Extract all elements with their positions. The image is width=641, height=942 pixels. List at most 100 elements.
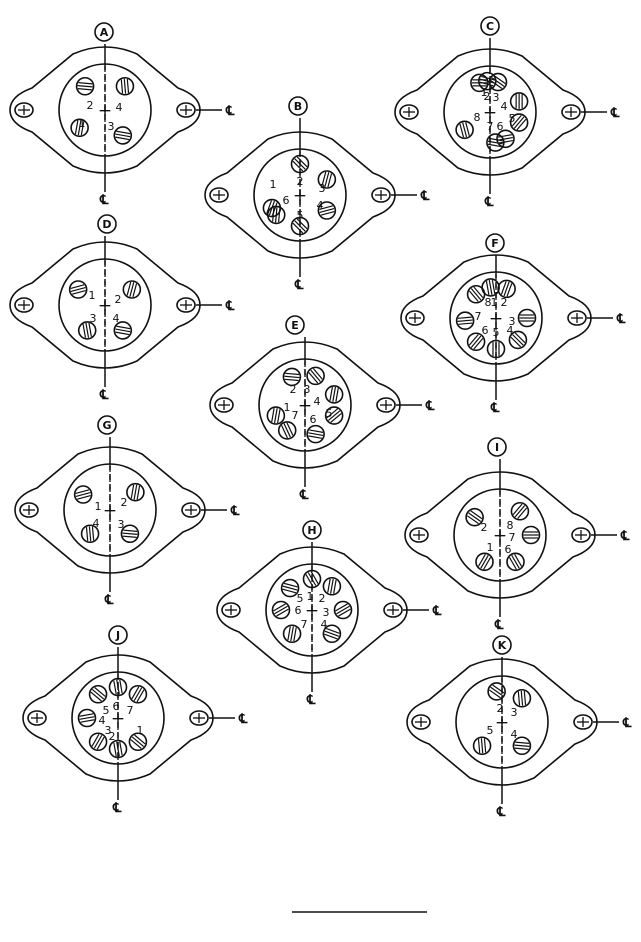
centerline-mark-icon: ℄ [490, 401, 500, 416]
pin-number: 6 [497, 120, 504, 133]
pin-icon [77, 321, 97, 340]
pin-number: 8 [474, 111, 481, 124]
pin-icon [75, 76, 95, 96]
pin-icon [115, 76, 135, 96]
pin-icon [126, 482, 145, 502]
pin-icon [128, 732, 148, 752]
pin-icon [282, 624, 302, 644]
pin-number: 2 [121, 496, 128, 509]
pin-icon [486, 339, 506, 359]
centerline-mark-icon: ℄ [294, 278, 304, 293]
pin-number: 8 [507, 519, 514, 532]
mount-hole-icon [371, 187, 391, 203]
mount-hole-icon [383, 602, 403, 618]
pin-icon [517, 308, 537, 328]
pin-number: 6 [113, 700, 120, 713]
pin-number: 2 [87, 99, 94, 112]
pin-icon [509, 92, 529, 111]
pin-number: 1 [307, 590, 314, 603]
pin-number: 1 [79, 117, 86, 130]
pin-icon [455, 120, 474, 140]
pin-number: 3 [118, 518, 125, 531]
pin-icon [120, 524, 140, 544]
pin-icon [475, 552, 494, 572]
pin-number: 4 [116, 101, 123, 114]
pin-icon [487, 682, 506, 701]
pin-number: 1 [481, 86, 488, 99]
socket-letter-circle [288, 96, 308, 116]
pin-number: 5 [326, 407, 333, 420]
socket-body [453, 488, 547, 582]
pin-icon [465, 507, 484, 527]
pin-number: 3 [304, 383, 311, 396]
mount-hole-icon [567, 310, 587, 326]
pin-icon [113, 126, 133, 145]
socket-letter: I [495, 441, 499, 454]
pin-icon [470, 73, 489, 93]
pin-number: 4 [317, 199, 324, 212]
centerline-mark-icon: ℄ [238, 712, 248, 727]
pin-icon [282, 367, 302, 387]
pin-number: 6 [505, 543, 512, 556]
pin-icon [80, 524, 100, 544]
socket-letter: G [102, 419, 111, 432]
center-plus-icon: + [483, 103, 497, 123]
pin-number: 1 [95, 500, 102, 513]
pin-icon [271, 600, 291, 620]
centerline-mark-icon: ℄ [620, 529, 630, 544]
pin-icon [306, 366, 325, 386]
pin-number: 3 [323, 606, 330, 619]
pin-icon [322, 576, 342, 596]
pin-number: 5 [297, 209, 304, 222]
socket-body [265, 563, 359, 657]
centerline-mark-icon: ℄ [484, 195, 494, 210]
socket-letter-circle [97, 415, 117, 435]
pin-icon [128, 684, 148, 704]
center-plus-icon: + [98, 296, 112, 316]
centerline-mark-icon: ℄ [420, 189, 430, 204]
pin-number: 7 [475, 310, 482, 323]
pin-number: 5 [509, 112, 516, 125]
socket-body [71, 671, 165, 765]
pin-icon [113, 321, 133, 340]
center-plus-icon: + [305, 601, 319, 621]
socket-body [58, 258, 152, 352]
pin-icon [277, 421, 297, 440]
pin-number: 4 [93, 517, 100, 530]
socket-letter: A [100, 26, 109, 39]
center-plus-icon: + [98, 101, 112, 121]
mount-hole-icon [376, 397, 396, 413]
pin-icon [324, 385, 344, 404]
mount-hole-icon [221, 602, 241, 618]
pin-number: 6 [295, 604, 302, 617]
centerline-mark-icon: ℄ [496, 805, 506, 820]
pin-number: 1 [270, 178, 277, 191]
mount-hole-icon [209, 187, 229, 203]
pin-number: 5 [297, 592, 304, 605]
centerline-mark-icon: ℄ [616, 312, 626, 327]
socket-letter-circle [108, 625, 128, 645]
pin-icon [70, 118, 89, 138]
pin-icon [317, 201, 337, 220]
pin-number: 3 [108, 120, 115, 133]
centerline-mark-icon: ℄ [610, 106, 620, 121]
socket-letter-circle [285, 315, 305, 335]
centerline-mark-icon: ℄ [425, 399, 435, 414]
pin-number: 1 [137, 724, 144, 737]
pin-icon [68, 280, 88, 299]
centerline-mark-icon: ℄ [99, 388, 109, 403]
pin-icon [508, 330, 528, 350]
pin-number: 3 [90, 312, 97, 325]
pin-number: 2 [501, 296, 508, 309]
pin-number: 2 [109, 730, 116, 743]
pin-number: 7 [301, 618, 308, 631]
pin-icon [510, 501, 530, 521]
center-plus-icon: + [103, 501, 117, 521]
center-plus-icon: + [493, 526, 507, 546]
